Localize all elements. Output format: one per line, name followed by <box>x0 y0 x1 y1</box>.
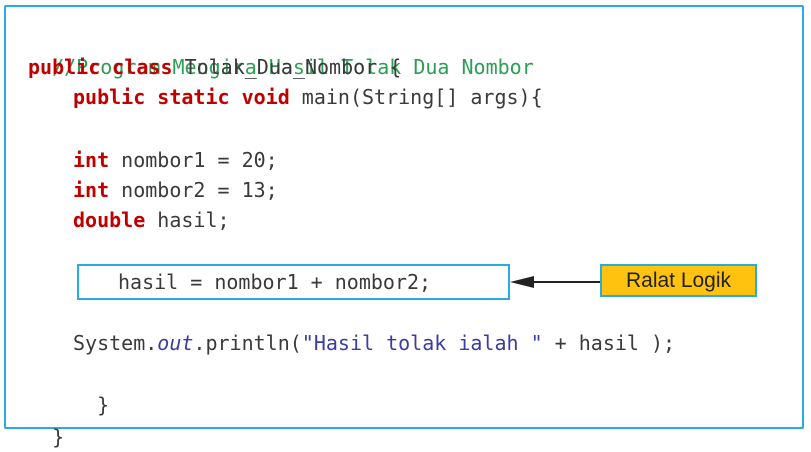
method-modifiers: public static void <box>73 85 290 109</box>
class-name: Tolak_Dua_Nombor { <box>172 55 402 79</box>
var3-decl: hasil; <box>145 208 230 232</box>
method-close-brace: } <box>97 393 110 417</box>
var2-type: int <box>73 178 110 202</box>
var3-line: double hasil; <box>73 205 230 235</box>
class-declaration-line: public class Tolak_Dua_Nombor { <box>28 52 401 82</box>
print-field: out <box>157 331 194 355</box>
var1-type: int <box>73 148 110 172</box>
var3-type: double <box>73 208 146 232</box>
error-statement-box <box>77 264 510 300</box>
var2-decl: nombor2 = 13; <box>109 178 278 202</box>
var1-decl: nombor1 = 20; <box>109 148 278 172</box>
print-method: .println( <box>193 331 302 355</box>
arrow-icon <box>510 276 602 288</box>
code-frame <box>4 5 804 429</box>
class-close-brace: } <box>52 425 65 449</box>
var2-line: int nombor2 = 13; <box>73 175 278 205</box>
print-suffix: + hasil ); <box>542 331 676 355</box>
print-string: "Hasil tolak ialah " <box>301 331 543 355</box>
print-line: System.out.println("Hasil tolak ialah " … <box>73 328 675 358</box>
code-comment-line: //Program Mengira Hasil Tolak Dua Nombor <box>28 22 534 79</box>
error-statement: hasil = nombor1 + nombor2; <box>118 270 432 294</box>
class-close-line: } <box>28 392 64 449</box>
method-declaration-line: public static void main(String[] args){ <box>73 82 543 112</box>
code-comment: //Program Mengira Hasil Tolak Dua Nombor <box>52 55 534 79</box>
ralat-logik-label: Ralat Logik <box>600 264 757 297</box>
print-prefix: System. <box>73 331 158 355</box>
var1-line: int nombor1 = 20; <box>73 145 278 175</box>
method-close-line: } <box>73 360 109 417</box>
method-signature: main(String[] args){ <box>289 85 543 109</box>
keyword-class: class <box>112 55 173 79</box>
keyword-public: public <box>28 55 101 79</box>
